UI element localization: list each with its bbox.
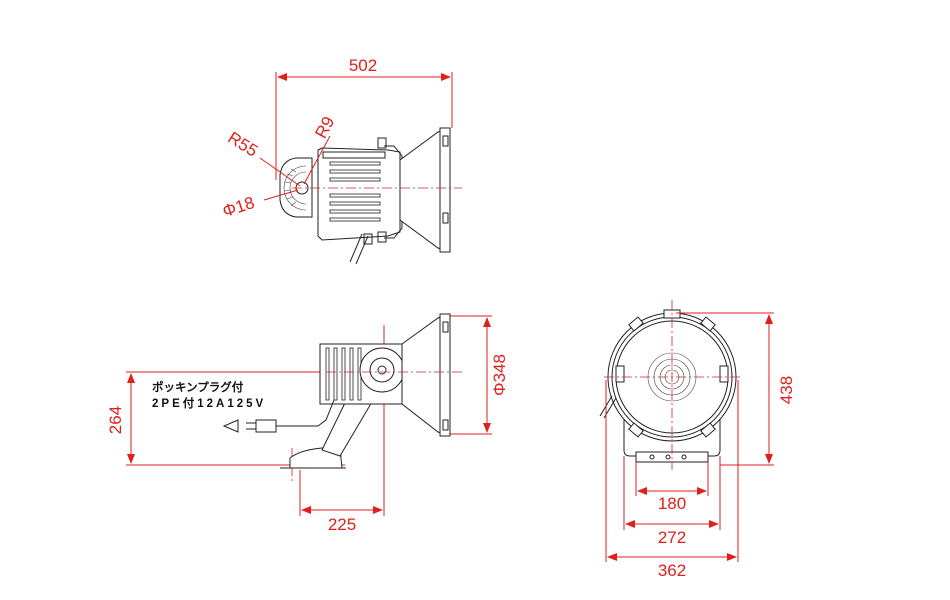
plug-note-line1: ポッキンプラグ付	[152, 380, 244, 394]
dim-height264: 264	[106, 406, 125, 434]
dim-phi348: Φ348	[490, 354, 509, 396]
plug-note-line2: 2PE付12A125V	[152, 396, 266, 410]
dim-base225: 225	[328, 515, 356, 534]
front-view: 438 180 272 362	[599, 300, 796, 580]
dim-w272: 272	[658, 528, 686, 547]
dim-phi18: Φ18	[220, 193, 257, 221]
side-view: 264 225 Φ348	[106, 313, 509, 534]
top-body-vents	[329, 161, 381, 222]
dim-height438: 438	[777, 376, 796, 404]
top-view: 502	[220, 56, 462, 265]
dim-w180: 180	[658, 494, 686, 513]
dim-w362: 362	[658, 561, 686, 580]
side-body-vents	[325, 347, 362, 401]
dim-top-width: 502	[349, 56, 377, 75]
rear-bracket-ticks	[284, 168, 297, 207]
dim-r55: R55	[225, 128, 262, 161]
dim-r9: R9	[311, 113, 338, 141]
